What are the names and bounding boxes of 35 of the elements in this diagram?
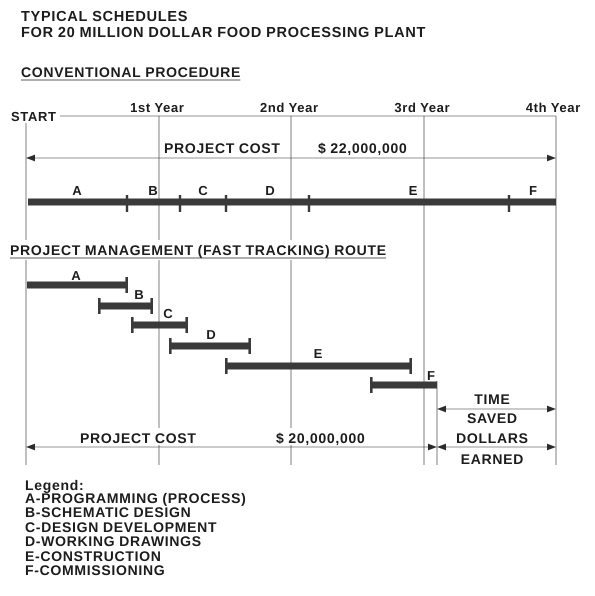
phase-letter: E: [314, 349, 322, 358]
phase-letter: B: [135, 290, 144, 299]
year-label: 4th Year: [526, 102, 580, 112]
phase-letter: A: [72, 186, 82, 195]
phase-letter: A: [72, 271, 80, 280]
phase-letter: D: [207, 330, 216, 339]
annotation-label: DOLLARS: [457, 433, 528, 444]
legend-item: C-DESIGN DEVELOPMENT: [26, 522, 216, 532]
section-heading: PROJECT MANAGEMENT (FAST TRACKING) ROUTE: [10, 244, 386, 258]
phase-letter: C: [198, 186, 208, 196]
section-heading: CONVENTIONAL PROCEDURE: [20, 67, 241, 80]
start-label: START: [11, 112, 56, 122]
legend-item: B-SCHEMATIC DESIGN: [26, 507, 190, 518]
phase-letter: F: [428, 371, 434, 380]
cost-label: PROJECT COST: [164, 143, 280, 154]
legend-item: A-PROGRAMMING (PROCESS): [25, 492, 246, 506]
cost-amount: $ 22,000,000: [318, 142, 406, 156]
legend-item: D-WORKING DRAWINGS: [26, 536, 201, 546]
phase-letter: F: [530, 186, 536, 195]
year-label: 3rd Year: [394, 102, 450, 112]
phase-letter: D: [266, 186, 274, 195]
annotation-label: SAVED: [467, 413, 516, 424]
diagram-title: TYPICAL SCHEDULES FOR 20 MILLION DOLLAR FOOD PROCESSING PLANT: [21, 10, 426, 38]
legend-heading: Legend:: [26, 480, 82, 493]
phase-letter: E: [410, 186, 417, 195]
year-label: 1st Year: [130, 103, 184, 112]
year-label: 2nd Year: [260, 102, 318, 112]
legend-item: E-CONSTRUCTION: [26, 551, 160, 562]
annotation-label: EARNED: [462, 454, 523, 464]
cost-amount: $ 20,000,000: [276, 432, 364, 446]
phase-letter: B: [149, 186, 158, 195]
annotation-label: TIME: [474, 394, 510, 404]
phase-letter: C: [164, 308, 172, 318]
cost-label: PROJECT COST: [80, 433, 196, 444]
legend-item: F-COMMISSIONING: [26, 565, 164, 576]
